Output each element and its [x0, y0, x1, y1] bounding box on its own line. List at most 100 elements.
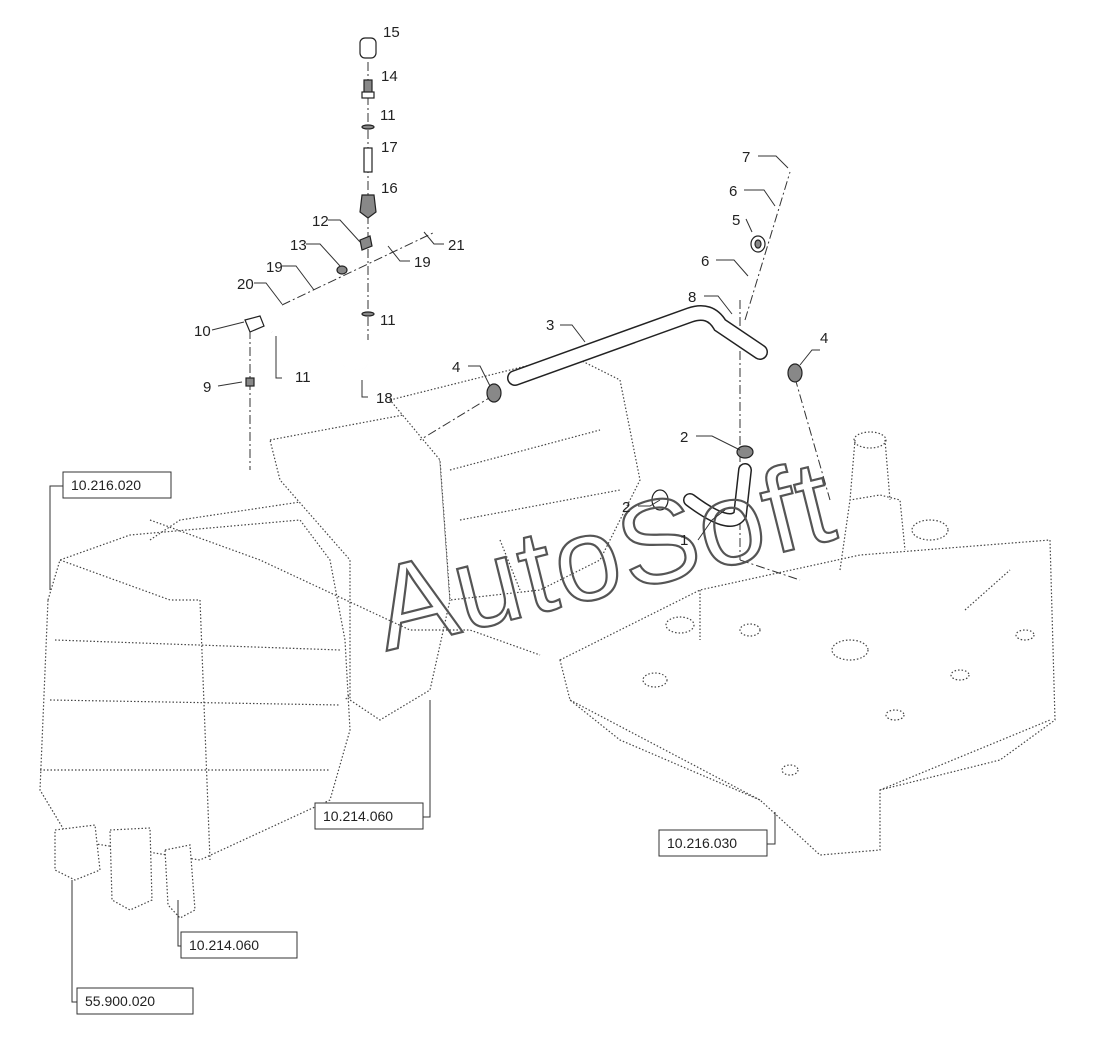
callout-number: 11 [380, 107, 396, 124]
callout-9: 9 [203, 379, 243, 396]
callout-number: 5 [732, 212, 740, 229]
center-housing [269, 354, 641, 721]
part-2-clamp-upper [736, 445, 754, 459]
reference-leader [177, 900, 181, 947]
reference-leader [423, 700, 431, 818]
leader-line [696, 435, 741, 451]
callout-10: 10 [194, 321, 245, 340]
callout-number: 11 [380, 312, 396, 329]
leader-line [275, 336, 282, 379]
part-9-nut [245, 377, 255, 387]
callout-4: 4 [452, 359, 491, 387]
callout-number: 9 [203, 379, 211, 396]
callout-number: 8 [688, 289, 696, 306]
callout-16: 16 [381, 180, 398, 197]
callout-number: 14 [381, 68, 398, 85]
reference-box [62, 471, 172, 499]
reference-55-900-020: 55.900.020 [71, 880, 194, 1015]
callout-number: 2 [622, 499, 630, 516]
callout-number: 3 [546, 317, 554, 334]
callout-number: 19 [266, 259, 283, 276]
part-1-elbow-hose [683, 463, 752, 527]
reference-box [314, 802, 424, 830]
callout-5: 5 [732, 212, 753, 233]
callout-number: 10 [194, 323, 211, 340]
right-plate [559, 431, 1056, 856]
reference-leader [49, 485, 63, 590]
callout-number: 2 [680, 429, 688, 446]
reference-label: 10.216.020 [71, 477, 141, 493]
callout-number: 7 [742, 149, 750, 166]
callout-11: 11 [380, 107, 396, 124]
callout-number: 6 [729, 183, 737, 200]
callout-11: 11 [380, 312, 396, 329]
callout-number: 17 [381, 139, 398, 156]
leader-line [744, 189, 776, 207]
callout-7: 7 [742, 149, 789, 169]
callout-12: 12 [312, 213, 361, 243]
leader-line [697, 509, 726, 541]
callout-6: 6 [701, 253, 749, 277]
leader-line [758, 155, 789, 169]
reference-10-216-030: 10.216.030 [658, 812, 776, 857]
reference-leader [71, 880, 77, 1003]
leader-line [423, 231, 444, 245]
leader-line [638, 499, 661, 507]
reference-label: 10.214.060 [189, 937, 259, 953]
part-5-grommet [750, 235, 766, 253]
callout-21: 21 [423, 231, 465, 254]
reference-label: 10.216.030 [667, 835, 737, 851]
callout-number: 16 [381, 180, 398, 197]
leader-line [361, 380, 368, 398]
callout-20: 20 [237, 276, 283, 305]
callout-15: 15 [383, 24, 400, 41]
part-11-washer-top [361, 124, 375, 130]
reference-layer: 10.216.020 10.214.060 10.216.030 10.214.060… [49, 471, 776, 1015]
reference-10-216-020: 10.216.020 [49, 471, 172, 590]
callout-19: 19 [266, 259, 315, 291]
reference-box [180, 931, 298, 959]
part-14-fitting [361, 79, 375, 99]
leader-line [704, 295, 733, 315]
part-17-tube [363, 147, 373, 173]
callout-1: 1 [680, 509, 726, 549]
part-12-clip [359, 235, 373, 251]
callout-number: 18 [376, 390, 393, 407]
leader-line [560, 324, 586, 343]
leader-line [468, 365, 491, 387]
callout-number: 21 [448, 237, 465, 254]
leader-line [254, 282, 283, 305]
callout-number: 15 [383, 24, 400, 41]
reference-label: 10.214.060 [323, 808, 393, 824]
leader-line [217, 381, 243, 387]
callout-number: 11 [295, 369, 311, 386]
part-16-valve [359, 194, 377, 219]
reference-box [658, 829, 768, 857]
callout-number: 6 [701, 253, 709, 270]
leader-line [282, 265, 315, 291]
reference-leader [767, 812, 776, 845]
callout-3: 3 [546, 317, 586, 343]
supply-hose [149, 519, 541, 656]
leader-line [328, 219, 361, 243]
callout-number: 1 [680, 532, 688, 549]
filter-assembly [54, 824, 196, 919]
part-4-clamp-right [787, 363, 803, 383]
callout-18: 18 [361, 380, 393, 407]
part-15-cap [359, 37, 377, 59]
reference-10-214-060: 10.214.060 [177, 900, 298, 959]
reference-10-214-060: 10.214.060 [314, 700, 431, 830]
callout-6: 6 [729, 183, 776, 207]
callout-17: 17 [381, 139, 398, 156]
part-13-nut [336, 265, 348, 275]
part-4-clamp-left [486, 383, 502, 403]
callout-number: 13 [290, 237, 307, 254]
callout-8: 8 [688, 289, 733, 315]
callout-2: 2 [680, 429, 741, 451]
reference-label: 55.900.020 [85, 993, 155, 1009]
callout-2: 2 [622, 499, 661, 516]
callout-number: 20 [237, 276, 254, 293]
leader-line [716, 259, 749, 277]
